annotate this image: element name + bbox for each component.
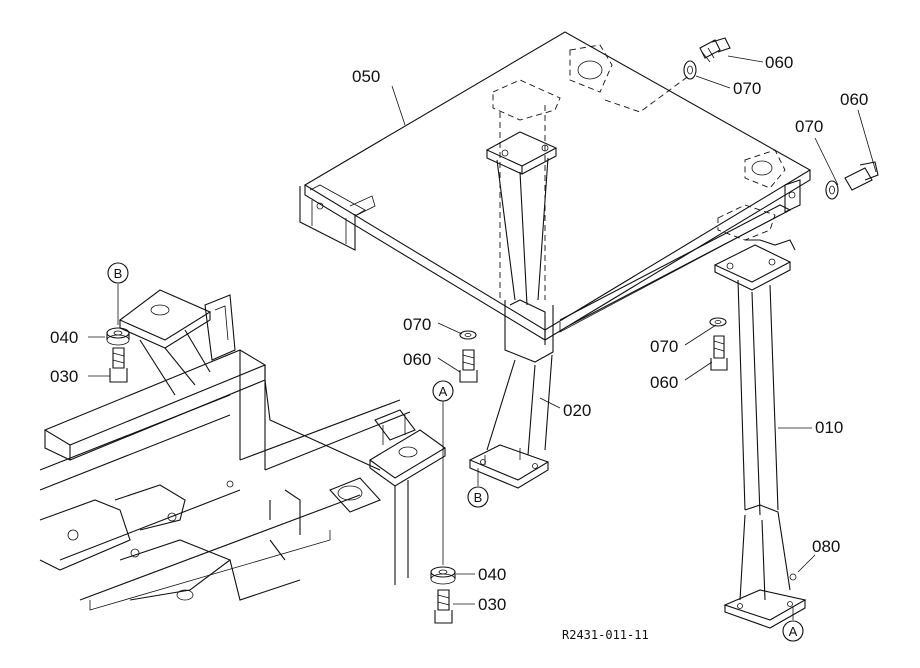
label-070-right: 070 [795,117,823,136]
label-040-bottom: 040 [478,565,506,584]
label-050: 050 [352,67,380,86]
svg-text:A: A [439,384,448,399]
part-labels: 050 060 070 060 070 070 060 070 060 020 … [50,53,868,614]
label-030-bottom: 030 [478,595,506,614]
label-060-rmid: 060 [650,373,678,392]
drawing-code: R2431-011-11 [562,628,649,642]
vehicle-frame [39,289,446,611]
bolt-030-left [109,347,128,383]
hardware [106,37,879,624]
label-070-top: 070 [733,79,761,98]
center-post [468,79,561,489]
bolt-030-bottom [434,589,453,624]
washer-070-mid [459,330,477,340]
svg-text:A: A [789,624,798,639]
bolt-060-rmid [710,335,728,371]
leader-lines [88,55,877,620]
callout-a-bottom: A [782,620,804,642]
label-070-rmid: 070 [650,337,678,356]
right-post [713,204,807,629]
label-070-mid: 070 [403,315,431,334]
washer-070-top [683,60,697,80]
callout-b-top: B [107,262,129,284]
bolt-060-top [699,37,731,63]
svg-text:B: B [474,490,483,505]
label-060-right: 060 [840,90,868,109]
washer-070-rmid [709,317,727,327]
washer-070-right [825,180,839,200]
label-010: 010 [815,418,843,437]
label-020: 020 [563,401,591,420]
callout-b-bottom: B [467,486,489,508]
label-080: 080 [812,537,840,556]
canopy-roof [299,31,812,341]
reference-callouts: B A B A [107,262,804,642]
bolt-060-mid [459,349,478,383]
label-030-left: 030 [50,367,78,386]
svg-text:B: B [114,266,123,281]
washer-040-left [106,327,130,346]
callout-a-mid: A [432,380,454,402]
label-040-left: 040 [50,328,78,347]
label-060-mid: 060 [403,350,431,369]
bolt-060-right [844,161,879,191]
washer-040-bottom [430,566,456,585]
label-060-top: 060 [765,53,793,72]
